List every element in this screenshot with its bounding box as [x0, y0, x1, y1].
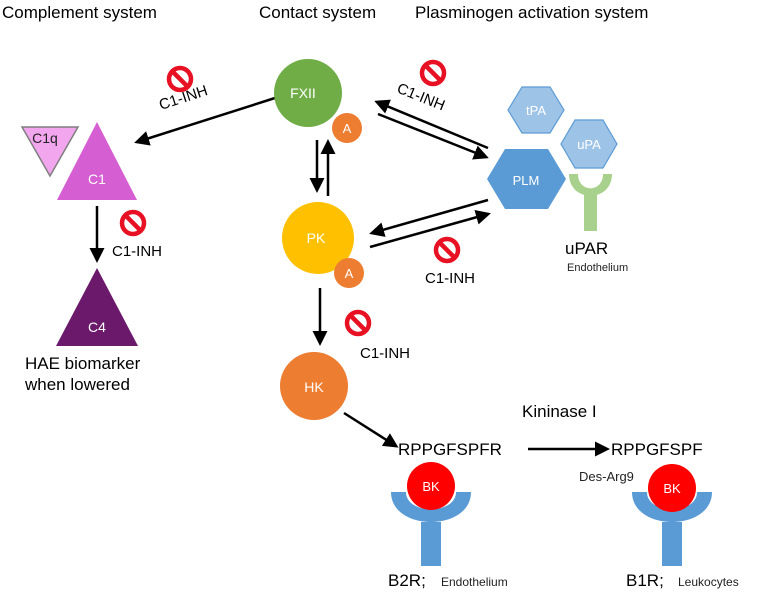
peptide-cut-label: RPPGFSPF — [611, 440, 703, 459]
arrow-plm-to-pk — [369, 198, 489, 237]
fxii-active-circle — [332, 113, 362, 143]
kininase-label: Kininase I — [522, 402, 597, 421]
upar-label: uPAR — [565, 239, 608, 258]
plm-label: PLM — [513, 173, 540, 188]
c1-inh-label-pk: C1-INH — [425, 270, 475, 287]
header-complement: Complement system — [2, 3, 157, 22]
c1q-label: C1q — [32, 130, 58, 146]
bk-circle-b1r — [648, 464, 696, 512]
c4-label: C4 — [88, 319, 106, 335]
arrow-pk-to-plm — [369, 210, 491, 249]
upar-endothelium-label: Endothelium — [567, 262, 628, 274]
c1-inh-inhibitor-icon-fxii — [422, 62, 444, 84]
b2r-receptor-stem — [421, 522, 441, 566]
pk-active-label: A — [345, 266, 354, 281]
hk-label: HK — [304, 379, 324, 395]
b2r-site-label: Endothelium — [441, 575, 508, 589]
c1-inh-inhibitor-icon-hk — [347, 312, 369, 334]
arrow-plm-to-fxii — [374, 99, 489, 150]
peptide-full-label: RPPGFSPFR — [398, 440, 502, 459]
upar-receptor-cup — [569, 174, 612, 196]
pk-label: PK — [307, 230, 326, 246]
bk-label-b1r: BK — [663, 481, 681, 496]
des-arg9-label: Des-Arg9 — [579, 469, 634, 484]
arrow-fxii-to-c1 — [134, 96, 276, 146]
tpa-hexagon — [507, 86, 565, 134]
hk-circle — [280, 352, 348, 420]
hae-biomarker-line1: HAE biomarker — [25, 354, 141, 373]
hae-biomarker-line2: when lowered — [24, 375, 130, 394]
pk-active-circle — [334, 258, 364, 288]
bk-circle-b2r — [407, 462, 455, 510]
plm-hexagon — [487, 149, 566, 209]
c4-triangle — [56, 268, 138, 346]
pk-circle — [282, 202, 354, 274]
c1-inh-inhibitor-icon-c1 — [122, 212, 144, 234]
fxii-circle — [274, 59, 342, 127]
b1r-site-label: Leukocytes — [678, 575, 739, 589]
header-contact: Contact system — [259, 3, 376, 22]
b1r-label: B1R; — [626, 571, 664, 590]
upar-receptor-stem — [584, 193, 597, 231]
c1-inh-label-hk: C1-INH — [360, 345, 410, 362]
b1r-receptor-cup — [632, 492, 712, 522]
c1-triangle — [57, 122, 137, 200]
fxii-active-label: A — [343, 121, 352, 136]
bk-label-b2r: BK — [422, 479, 440, 494]
b2r-receptor-cup — [391, 492, 471, 522]
c1-inh-label-c1: C1-INH — [112, 243, 162, 260]
b1r-receptor-stem — [662, 522, 682, 566]
c1-inh-inhibitor-icon-pk — [436, 239, 458, 261]
b2r-label: B2R; — [388, 571, 426, 590]
fxii-label: FXII — [290, 85, 316, 101]
arrow-hk-to-peptide — [343, 411, 399, 448]
header-plasminogen: Plasminogen activation system — [415, 3, 648, 22]
upa-hexagon — [560, 119, 618, 169]
upa-label: uPA — [577, 137, 601, 152]
arrow-fxii-to-plm — [377, 112, 489, 160]
tpa-label: tPA — [526, 103, 546, 118]
c1-inh-label-fxii: C1-INH — [395, 80, 448, 114]
c1q-triangle — [20, 126, 80, 178]
c1-label: C1 — [88, 171, 106, 187]
